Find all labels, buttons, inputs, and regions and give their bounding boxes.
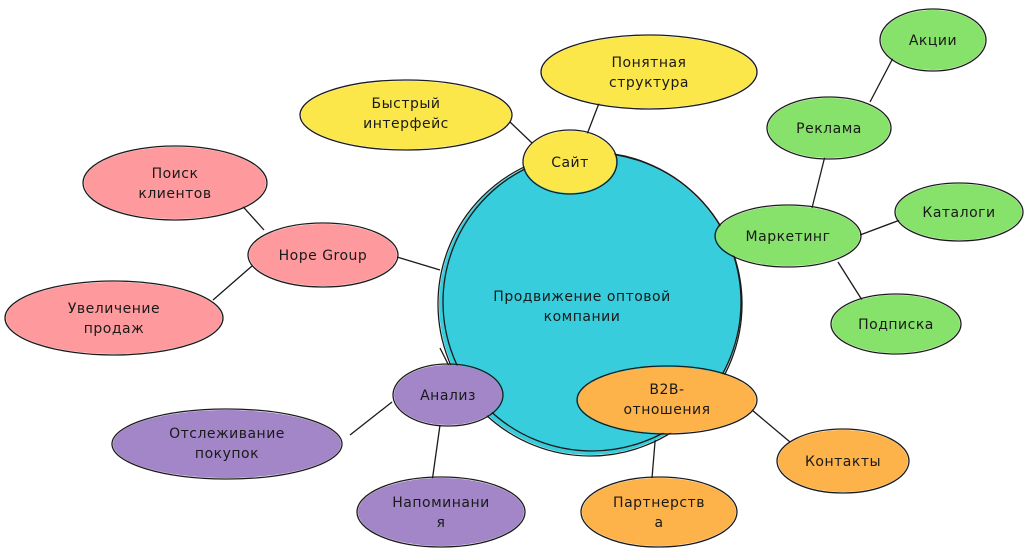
sales-up-node-label-2: продаж xyxy=(84,321,144,337)
edge-b2b-contacts xyxy=(751,409,791,443)
site-clear-node: Понятная структура xyxy=(540,34,758,110)
site-fast-node-shape xyxy=(301,81,511,149)
b2b-node-label-2: отношения xyxy=(623,402,710,418)
site-node-label: Сайт xyxy=(551,155,589,171)
catalogs-node-label: Каталоги xyxy=(922,205,995,221)
subscription-node: Подписка xyxy=(830,293,962,355)
sales-up-node-shape xyxy=(6,282,222,354)
edge-center-analysis xyxy=(439,347,451,369)
center-node-label-1: Продвижение оптовой xyxy=(493,289,670,305)
promo-node: Акции xyxy=(879,8,987,72)
marketing-node: Маркетинг xyxy=(714,204,862,268)
subscription-node-shape xyxy=(832,295,960,353)
edge-hope-sales xyxy=(212,265,253,301)
site-fast-node: Быстрый интерфейс xyxy=(299,79,513,151)
edge-analysis-reminders xyxy=(431,424,441,483)
tracking-node-shape xyxy=(113,410,341,478)
b2b-node-label-1: B2B- xyxy=(649,382,684,398)
ads-node-label: Реклама xyxy=(796,121,862,137)
ads-node-shape xyxy=(768,98,890,158)
subscription-node-outline xyxy=(830,293,962,355)
catalogs-node-outline xyxy=(894,182,1024,242)
hope-node-outline xyxy=(247,222,399,288)
edge-analysis-tracking xyxy=(349,401,393,436)
site-clear-node-outline xyxy=(540,34,758,110)
catalogs-node: Каталоги xyxy=(894,182,1024,242)
ads-node-outline xyxy=(766,96,892,160)
b2b-node-outline xyxy=(576,365,758,435)
analysis-node-label: Анализ xyxy=(420,388,476,404)
analysis-node-outline xyxy=(392,363,504,427)
analysis-node: Анализ xyxy=(392,363,504,427)
hope-node: Hope Group xyxy=(247,222,399,288)
edge-center-hope xyxy=(396,256,441,271)
promo-node-shape xyxy=(881,10,985,70)
partnership-node-label-2: а xyxy=(654,515,663,531)
edge-ads-promo xyxy=(869,57,894,103)
site-clear-node-shape xyxy=(542,36,756,108)
partnership-node-label-1: Партнерств xyxy=(613,495,705,511)
reminders-node: Напоминани я xyxy=(356,476,526,548)
tracking-node: Отслеживание покупок xyxy=(111,408,343,480)
marketing-node-shape xyxy=(716,206,860,266)
edge-marketing-catalogs xyxy=(859,219,901,236)
reminders-node-shape xyxy=(358,478,524,546)
edge-marketing-ads xyxy=(811,155,826,209)
search-clients-node-outline xyxy=(82,145,268,221)
site-node: Сайт xyxy=(522,129,618,195)
contacts-node-outline xyxy=(776,428,910,494)
connections xyxy=(212,57,901,483)
ads-node: Реклама xyxy=(766,96,892,160)
analysis-node-shape xyxy=(394,365,502,425)
subscription-node-label: Подписка xyxy=(858,317,934,333)
promo-node-outline xyxy=(879,8,987,72)
hope-node-label: Hope Group xyxy=(279,248,368,264)
b2b-node-shape xyxy=(578,367,756,433)
edge-site-fast xyxy=(509,121,533,144)
contacts-node-label: Контакты xyxy=(805,454,881,470)
reminders-node-label-1: Напоминани xyxy=(392,495,489,511)
edge-marketing-subscription xyxy=(837,261,863,301)
contacts-node-shape xyxy=(778,430,908,492)
site-node-shape xyxy=(524,131,616,193)
site-node-outline xyxy=(522,129,618,195)
search-clients-node-label-2: клиентов xyxy=(138,186,211,202)
sales-up-node-label-1: Увеличение xyxy=(68,301,160,317)
partnership-node-shape xyxy=(582,478,736,546)
site-fast-node-label-2: интерфейс xyxy=(363,116,449,132)
contacts-node: Контакты xyxy=(776,428,910,494)
reminders-node-outline xyxy=(356,476,526,548)
search-clients-node-shape xyxy=(84,147,266,219)
hope-node-shape xyxy=(249,224,397,286)
catalogs-node-shape xyxy=(896,184,1022,240)
sales-up-node: Увеличение продаж xyxy=(4,280,224,356)
search-clients-node-label-1: Поиск xyxy=(152,166,199,182)
sales-up-node-outline xyxy=(4,280,224,356)
tracking-node-outline xyxy=(111,408,343,480)
site-clear-node-label-2: структура xyxy=(609,75,689,91)
marketing-node-label: Маркетинг xyxy=(746,229,831,245)
partnership-node-outline xyxy=(580,476,738,548)
site-fast-node-outline xyxy=(299,79,513,151)
tracking-node-label-2: покупок xyxy=(195,446,259,462)
partnership-node: Партнерств а xyxy=(580,476,738,548)
tracking-node-label-1: Отслеживание xyxy=(169,426,285,442)
marketing-node-outline xyxy=(714,204,862,268)
center-node-label-2: компании xyxy=(544,309,621,325)
b2b-node: B2B- отношения xyxy=(576,365,758,435)
reminders-node-label-2: я xyxy=(437,515,446,531)
site-clear-node-label-1: Понятная xyxy=(612,55,687,71)
site-fast-node-label-1: Быстрый xyxy=(371,96,440,112)
search-clients-node: Поиск клиентов xyxy=(82,145,268,221)
promo-node-label: Акции xyxy=(909,33,957,49)
